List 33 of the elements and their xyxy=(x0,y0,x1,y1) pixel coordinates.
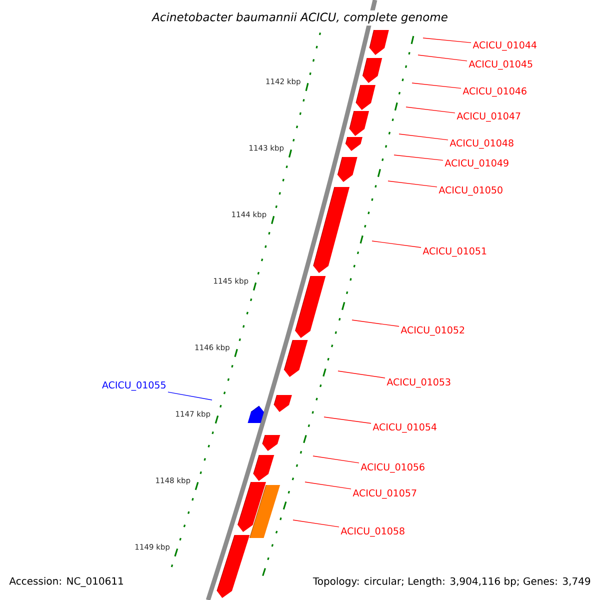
accession-text: Accession: NC_010611 xyxy=(8,576,125,588)
leader-line xyxy=(324,416,372,424)
gene-label: ACICU_01046 xyxy=(462,87,526,97)
summary-text: Topology: circular; Length: 3,904,116 bp; Genes: 3,749 xyxy=(312,576,592,588)
gene-label: ACICU_01050 xyxy=(438,186,502,196)
gene-label: ACICU_01048 xyxy=(450,139,514,149)
leader-line xyxy=(292,520,340,528)
gene-label: ACICU_01044 xyxy=(472,41,536,51)
leader-line xyxy=(406,106,456,114)
gene-label: ACICU_01054 xyxy=(372,423,436,433)
gene-label: ACICU_01057 xyxy=(352,489,416,499)
leader-line xyxy=(412,82,462,89)
title: Acinetobacter baumannii ACICU, complete genome xyxy=(150,10,450,26)
leader-line xyxy=(338,370,386,378)
leader-line xyxy=(422,38,472,44)
leader-line xyxy=(304,482,352,490)
leader-line xyxy=(372,240,422,248)
gene-label: ACICU_01047 xyxy=(456,112,520,122)
leader-line xyxy=(312,456,360,464)
gene-label: ACICU_01055 xyxy=(102,381,166,391)
leader-line xyxy=(388,180,438,188)
leader-line xyxy=(398,134,448,140)
gene-label: ACICU_01045 xyxy=(468,60,532,70)
leader-line xyxy=(352,320,400,327)
leader-line xyxy=(418,54,468,62)
leader-line xyxy=(394,154,444,161)
gene-label: ACICU_01051 xyxy=(422,247,486,257)
gene-label: ACICU_01053 xyxy=(386,378,450,388)
gene-label: ACICU_01056 xyxy=(360,463,424,473)
gene-label: ACICU_01052 xyxy=(400,326,464,336)
leader-line xyxy=(168,392,212,400)
gene-label: ACICU_01058 xyxy=(340,527,404,537)
gene-label: ACICU_01049 xyxy=(444,159,508,169)
